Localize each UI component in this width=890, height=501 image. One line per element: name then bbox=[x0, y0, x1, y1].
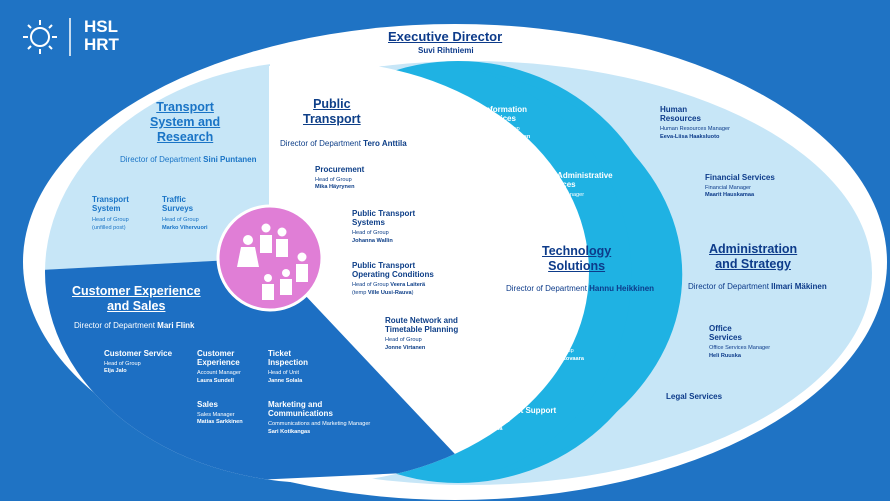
unit-ticket-inspection: Ticket Inspection Head of Unit Janne Sol… bbox=[268, 349, 309, 384]
logo-text: HSL HRT bbox=[84, 18, 119, 54]
administration-title: Administration and Strategy bbox=[709, 242, 798, 271]
technology-title: Technology Solutions bbox=[542, 244, 612, 273]
public-transport-director: Director of Department Tero Anttila bbox=[280, 139, 407, 148]
unit-office-services: Office Services Office Services Manager … bbox=[709, 324, 771, 359]
unit-information-services: Information Services Head of Group Krist… bbox=[483, 105, 531, 140]
unit-human-resources: Human Resources Human Resources Manager … bbox=[660, 105, 730, 140]
transport-research-director: Director of Department Sini Puntanen bbox=[120, 155, 257, 164]
unit-legal-services: Legal Services bbox=[666, 392, 723, 401]
unit-procurement: Procurement Head of Group Mika Häyrynen bbox=[315, 165, 365, 191]
unit-public-transport-systems: Public Transport Systems Head of Group J… bbox=[352, 209, 416, 244]
unit-financial-services: Financial Services Financial Manager Maa… bbox=[705, 173, 775, 199]
unit-route-network: Route Network and Timetable Planning Hea… bbox=[385, 316, 459, 351]
unit-it-infra: IT infra and Administrative System Servi… bbox=[512, 171, 613, 206]
executive-title: Executive Director bbox=[388, 29, 503, 44]
customer-experience-title: Customer Experience and Sales bbox=[72, 284, 201, 313]
unit-marketing: Marketing and Communications Communicati… bbox=[268, 400, 371, 435]
administration-director: Director of Department Ilmari Mäkinen bbox=[688, 282, 827, 291]
logo-line-1: HSL bbox=[84, 17, 118, 36]
logo-line-2: HRT bbox=[84, 34, 119, 54]
technology-arc bbox=[452, 66, 683, 483]
unit-customer-experience: Customer Experience Account Manager Laur… bbox=[197, 349, 241, 384]
executive-name: Suvi Rihtniemi bbox=[418, 46, 474, 55]
unit-solution-development: Solution Development Support Head of Gro… bbox=[473, 397, 557, 432]
unit-traffic-surveys: Traffic Surveys Head of Group Marko Vihe… bbox=[162, 195, 208, 231]
unit-transport-system: Transport System Head of Group (unfilled… bbox=[92, 195, 129, 231]
public-transport-title: Public Transport bbox=[303, 97, 361, 126]
customer-experience-director: Director of Department Mari Flink bbox=[74, 321, 195, 330]
unit-ticketing-systems: Ticketing Systems Head of Group Risto Va… bbox=[537, 327, 584, 362]
customer-experience-region bbox=[45, 258, 470, 483]
unit-sales: Sales Sales Manager Matias Sarkkinen bbox=[197, 400, 243, 426]
technology-director: Director of Department Hannu Heikkinen bbox=[506, 284, 655, 293]
hsl-logo-icon bbox=[23, 18, 71, 56]
transport-research-title: Transport System and Research bbox=[150, 100, 221, 144]
unit-operating-conditions: Public Transport Operating Conditions He… bbox=[352, 261, 434, 296]
people-group-icon bbox=[237, 223, 308, 300]
unit-customer-service: Customer Service Head of Group Elja Jalo bbox=[104, 349, 173, 375]
center-circle bbox=[216, 204, 324, 312]
